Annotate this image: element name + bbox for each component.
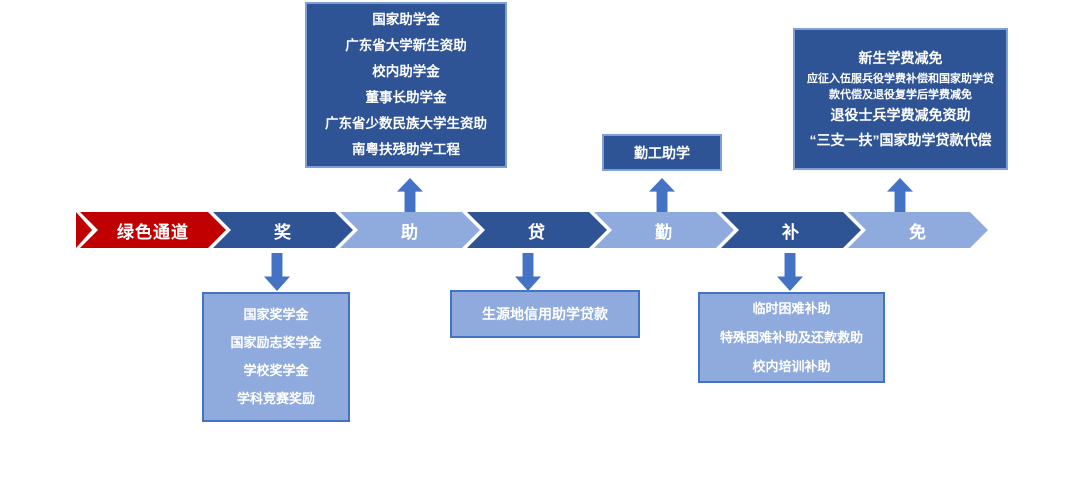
box-line: 广东省少数民族大学生资助	[325, 116, 487, 131]
box-line: 退役士兵学费减免资助	[830, 106, 971, 123]
box-line: 学科竞赛奖励	[236, 391, 315, 406]
detail-box-exemption: 新生学费减免 应征入伍服兵役学费补偿和国家助学贷款代偿及退役复学后学费减免 退役…	[793, 28, 1008, 170]
up-arrow-icon	[887, 178, 913, 212]
box-line: 应征入伍服兵役学费补偿和国家助学贷款代偿及退役复学后学费减免	[807, 72, 994, 101]
box-line: 国家励志奖学金	[230, 335, 322, 350]
box-line: 国家助学金	[372, 12, 440, 27]
flow-segment-subsidy: 补	[721, 212, 861, 248]
box-line: 校内培训补助	[752, 359, 831, 374]
box-line: 校内助学金	[372, 64, 440, 79]
detail-box-work-study: 勤工助学	[602, 134, 722, 171]
detail-box-assist: 国家助学金 广东省大学新生资助 校内助学金 董事长助学金 广东省少数民族大学生资…	[305, 2, 507, 168]
box-line: 勤工助学	[634, 144, 690, 161]
detail-box-subsidy: 临时困难补助 特殊困难补助及还款救助 校内培训补助	[698, 292, 885, 383]
box-line: 董事长助学金	[365, 90, 447, 105]
box-line: 南粤扶残助学工程	[352, 142, 460, 157]
box-line: “三支一扶”国家助学贷款代偿	[809, 131, 992, 148]
flow-segment-award: 奖	[213, 212, 353, 248]
box-line: 生源地信用助学贷款	[482, 306, 608, 322]
box-line: 学校奖学金	[243, 363, 309, 378]
flow-segment-assist: 助	[340, 212, 480, 248]
flow-segment-label: 勤	[655, 222, 673, 242]
flow-segment-label: 助	[401, 222, 419, 242]
detail-box-award: 国家奖学金 国家励志奖学金 学校奖学金 学科竞赛奖励	[202, 292, 350, 422]
flow-segment-label: 奖	[274, 222, 292, 242]
flow-segment-exemption: 免	[848, 212, 988, 248]
down-arrow-icon	[777, 253, 803, 291]
box-line: 新生学费减免	[858, 49, 943, 66]
box-line: 临时困难补助	[752, 301, 831, 316]
box-line: 广东省大学新生资助	[345, 38, 467, 53]
flow-segment-label: 绿色通道	[117, 222, 189, 242]
down-arrow-icon	[515, 253, 541, 291]
flow-segment-label: 补	[782, 222, 800, 242]
up-arrow-icon	[649, 178, 675, 212]
flow-segment-label: 免	[909, 222, 927, 242]
flow-segment-loan: 贷	[467, 212, 607, 248]
box-line: 特殊困难补助及还款救助	[719, 330, 863, 345]
flow-segment-work: 勤	[594, 212, 734, 248]
up-arrow-icon	[397, 178, 423, 212]
box-line: 国家奖学金	[243, 307, 309, 322]
detail-box-loan: 生源地信用助学贷款	[450, 290, 640, 338]
flow-segment-green-channel: 绿色通道	[80, 212, 226, 248]
flow-segment-label: 贷	[528, 222, 546, 242]
down-arrow-icon	[264, 253, 290, 291]
